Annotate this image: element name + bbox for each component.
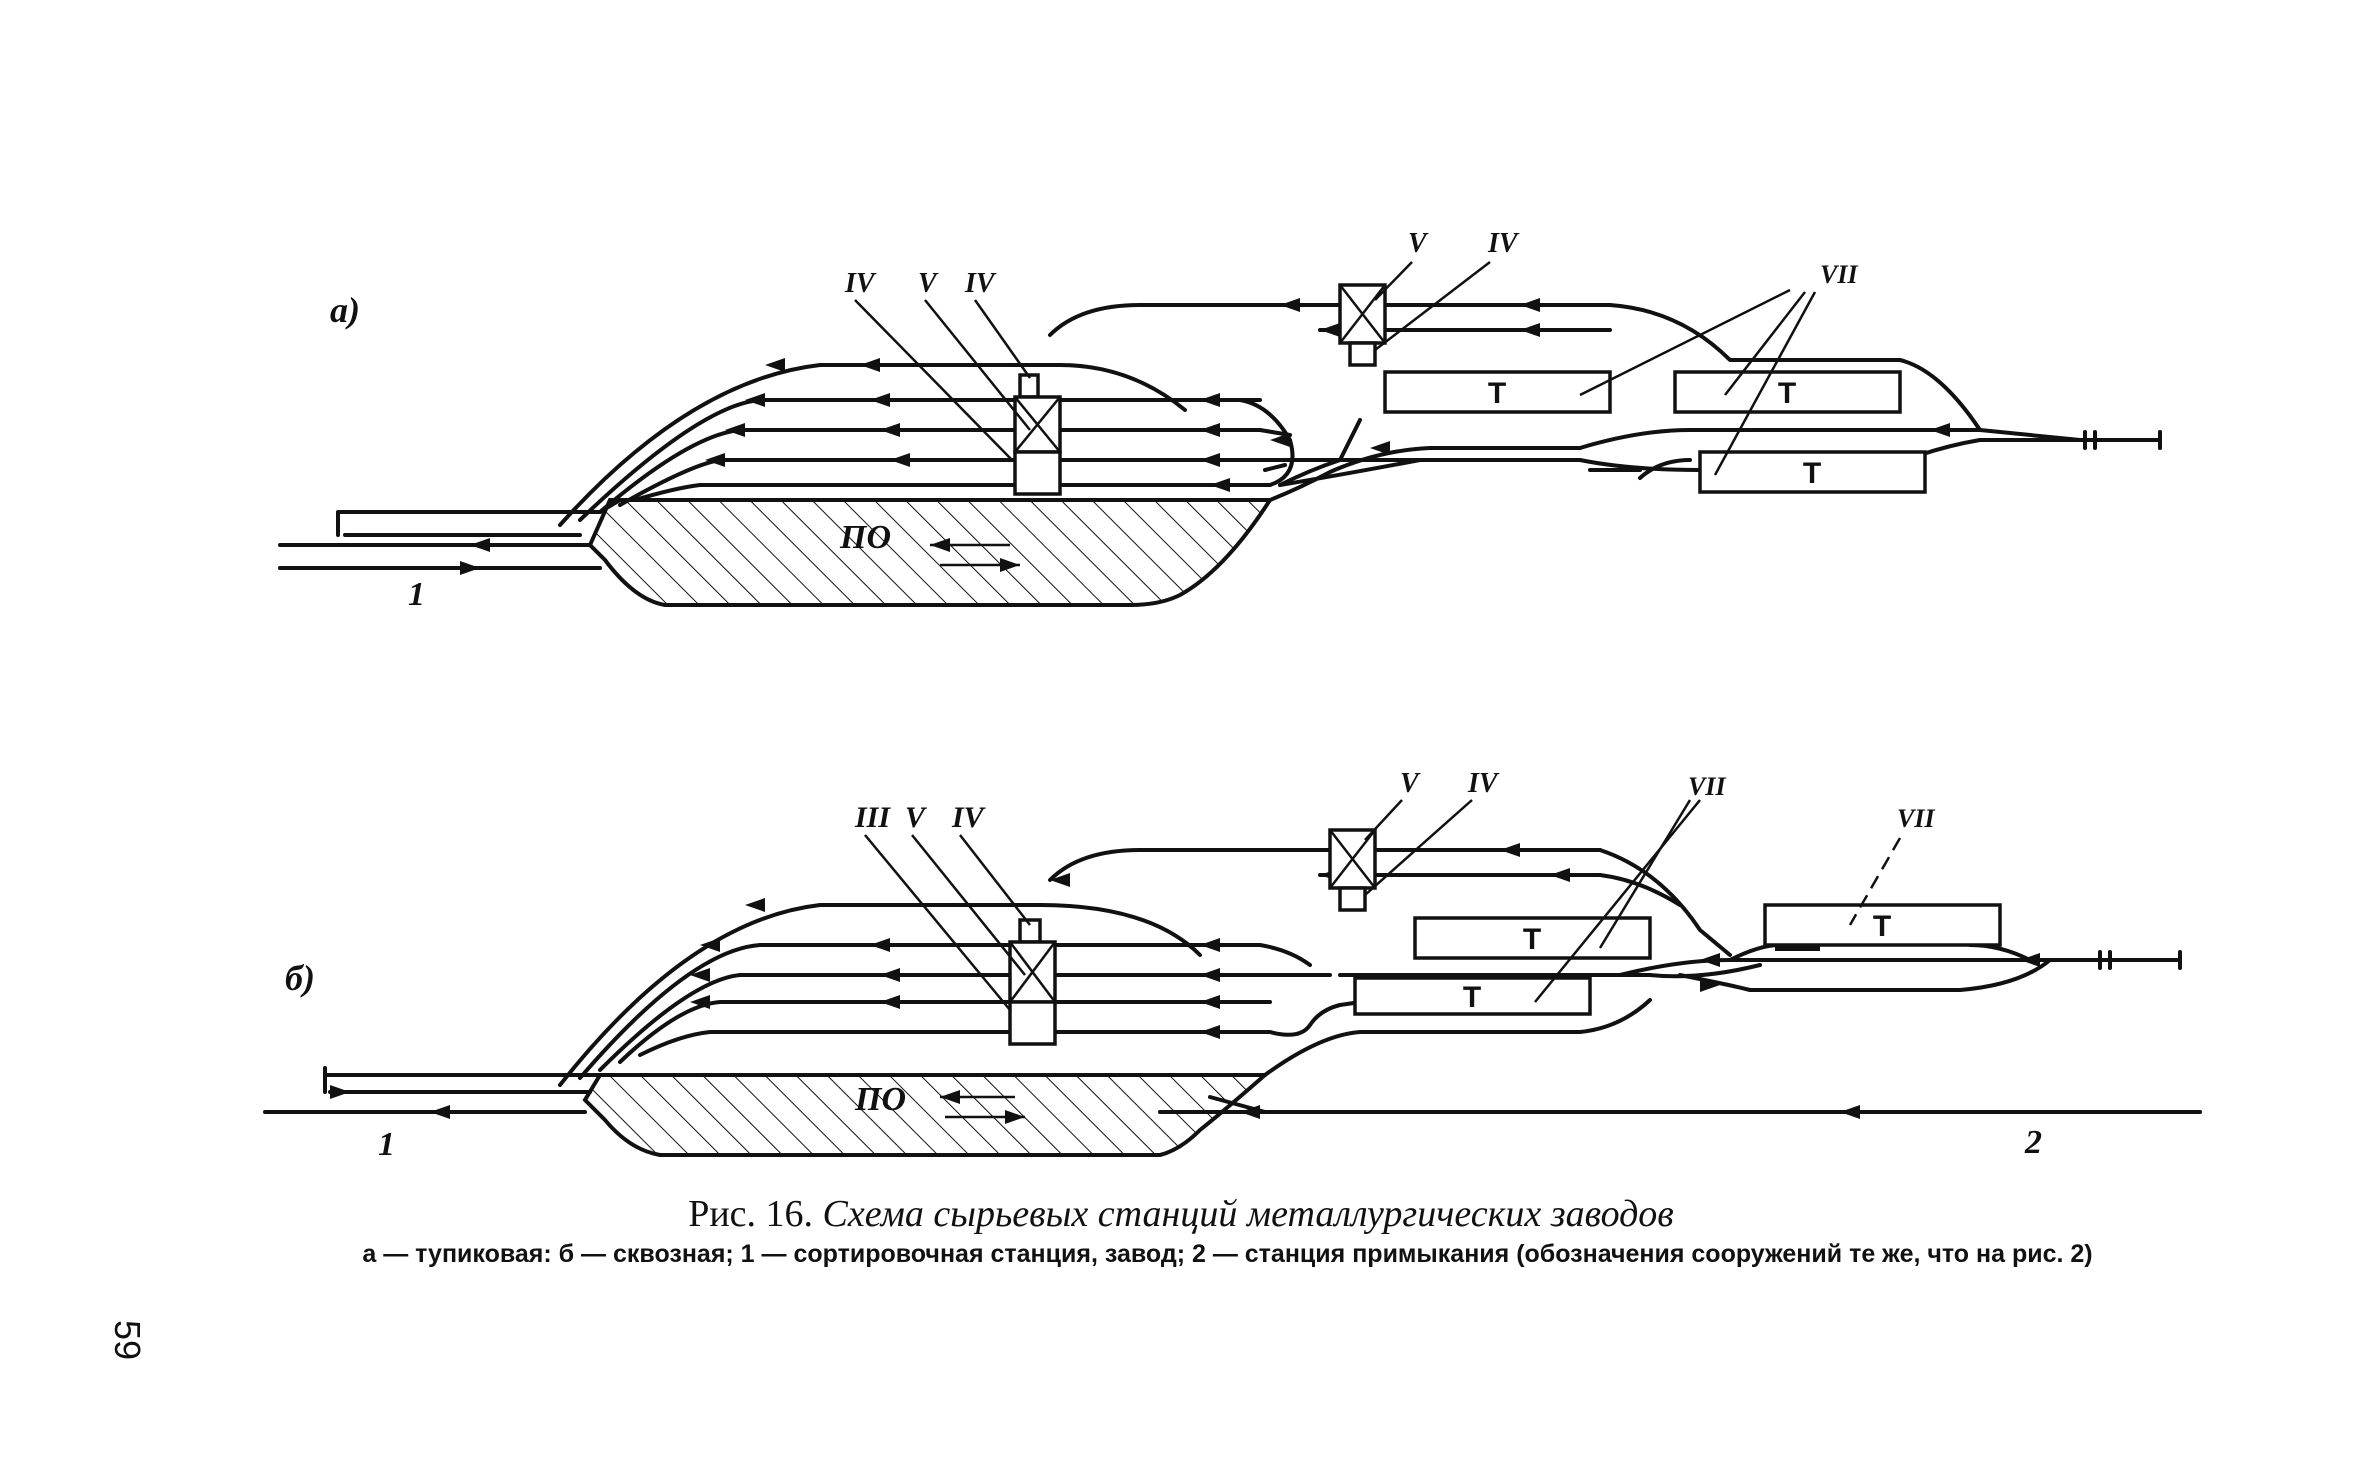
diagram-a: а) ПО 1 [278,228,2162,613]
diagram-b-left-tower [1008,918,1057,1046]
figure-caption-title: Рис. 16. Схема сырьевых станций металлур… [0,1192,2362,1236]
diagram-b-yard-arrows [940,1090,1025,1124]
diagram-b-warehouse-2-label: Т [1463,981,1481,1014]
diagram-b-callout-iv-top: IV [1467,768,1500,799]
diagram-b-variant-label: б) [285,958,315,998]
figure-number: Рис. 16. [688,1193,814,1235]
diagram-a-top-tower [1338,283,1387,367]
diagram-b-warehouse-3-label: Т [1873,910,1891,943]
diagram-a-yard-arrows [930,538,1020,572]
diagram-a-callout-v-top: V [1408,228,1429,259]
diagram-a-callouts: IV V IV V IV VII [844,228,1858,476]
diagram-a-sorting-yard [587,498,1274,607]
diagram-b-callout-v-left: V [905,801,928,834]
diagram-a-upper-tracks [1048,298,1982,432]
diagram-b-line-label-1: 1 [378,1126,395,1163]
page-number: 59 [107,1320,148,1361]
diagram-b-warehouse-1: Т [1413,916,1652,960]
diagram-b-upper-tracks [1048,843,1732,957]
figure-title: Схема сырьевых станций металлургических … [822,1193,1674,1235]
diagram-b-top-tower [1328,828,1377,912]
diagram-a-callout-v-left: V [918,268,939,299]
diagram-a-callout-iv-1: IV [844,268,877,299]
diagram-b-line-label-2: 2 [2024,1124,2042,1161]
diagram-b-callout-iii: III [854,801,891,834]
diagram-b-callouts: III V IV V IV VII VII [854,768,1935,1011]
diagram-a-callout-iv-top: IV [1487,228,1520,259]
diagram-a-fan-tracks [558,363,1295,527]
diagram-b-fan-arrows [690,898,1220,1039]
diagram-a-fan-arrows [705,358,1230,492]
diagram-a-warehouse-1-label: Т [1488,377,1506,410]
diagram-a-approach-tracks [278,498,622,575]
diagram-b-fan-tracks [558,903,1652,1087]
diagram-b-sorting-yard [582,1073,1271,1157]
diagram-b-through-track [1158,1095,2202,1119]
diagram-a-warehouse-3-label: Т [1803,457,1821,490]
diagram-a-variant-label: а) [330,290,360,330]
diagram-b-callout-vii-2: VII [1897,804,1935,833]
diagram-a-warehouse-2: Т [1673,370,1902,414]
diagram-b-callout-iv-left: IV [951,801,987,834]
diagram-b-warehouse-2: Т [1353,976,1592,1016]
diagram-b-warehouse-1-label: Т [1523,923,1541,956]
diagram-a-left-tower [1013,373,1062,496]
diagram-b-warehouse-3: Т [1763,903,2002,951]
diagram-a-callout-vii: VII [1820,260,1858,289]
figure-caption-legend: а — тупиковая: б — сквозная; 1 — сортиро… [362,1240,2093,1268]
diagram-b-approach-tracks [263,1066,602,1119]
diagram-b-callout-vii-1: VII [1688,772,1726,801]
diagram-a-callout-iv-2: IV [964,268,997,299]
diagram-b-yard-label: ПО [854,1081,906,1118]
diagram-b-callout-v-top: V [1400,768,1421,799]
diagram-a-warehouse-3: Т [1698,450,1927,494]
diagram-b: б) ПО 1 2 [263,768,2202,1163]
diagram-a-yard-label: ПО [839,519,891,556]
diagram-a-line-label: 1 [408,576,425,613]
diagram-a-warehouse-2-label: Т [1778,377,1796,410]
diagram-a-warehouse-1: Т [1383,370,1612,414]
